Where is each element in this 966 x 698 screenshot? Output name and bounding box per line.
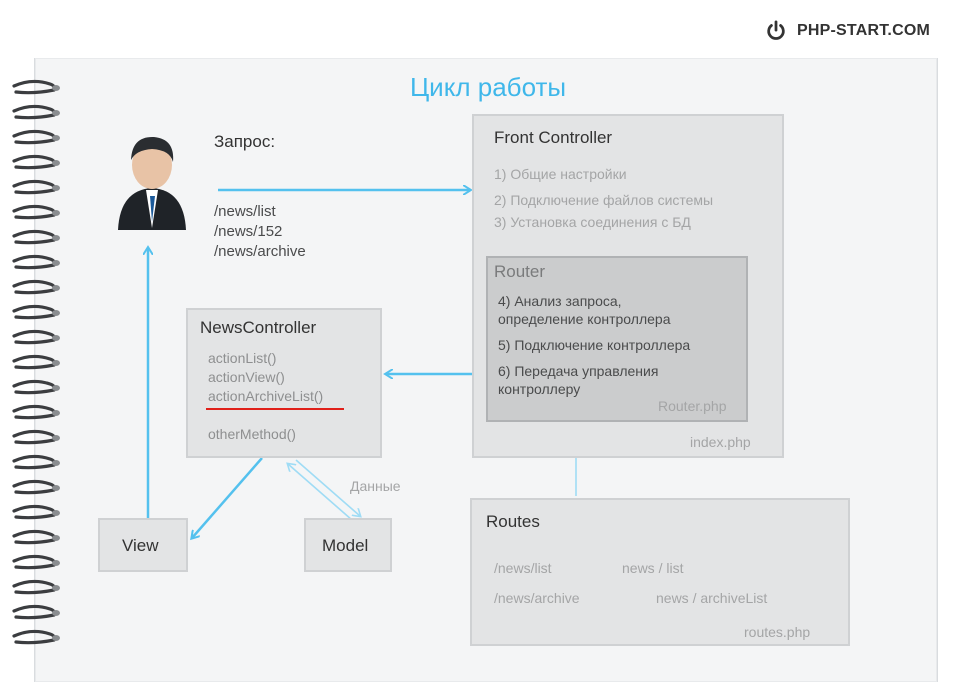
model-box (304, 518, 392, 572)
method-other: otherMethod() (208, 426, 296, 442)
spiral-hole (52, 635, 60, 641)
request-url-1: /news/list (214, 203, 276, 220)
data-arrow-to-controller (288, 464, 353, 521)
request-url-3: /news/archive (214, 243, 306, 260)
spiral-hole (52, 310, 60, 316)
spiral-hole (52, 160, 60, 166)
router-step-6b: контроллеру (498, 381, 581, 397)
spiral-hole (52, 585, 60, 591)
power-icon (767, 20, 785, 40)
spiral-binding (12, 79, 60, 645)
spiral-hole (52, 510, 60, 516)
front-controller-file: index.php (690, 434, 751, 450)
model-label: Model (322, 536, 369, 555)
router-file: Router.php (658, 398, 727, 414)
spiral-hole (52, 110, 60, 116)
router-step-4a: 4) Анализ запроса, (498, 293, 622, 309)
slide-title: Цикл работы (409, 72, 567, 102)
method-action-view: actionView() (208, 369, 285, 385)
top-bar: PHP-START.COM (0, 0, 966, 52)
router-step-4b: определение контроллера (498, 311, 671, 327)
router-step-5: 5) Подключение контроллера (498, 337, 691, 353)
front-controller-title: Front Controller (494, 128, 613, 147)
spiral-hole (52, 610, 60, 616)
route-from-2: /news/archive (494, 590, 580, 606)
logo-text: PHP-START.COM (797, 22, 930, 39)
fc-step-2: 2) Подключение файлов системы (494, 192, 714, 208)
method-action-archive-list: actionArchiveList() (208, 388, 324, 404)
spiral-hole (52, 360, 60, 366)
data-arrow-to-model (295, 459, 360, 516)
spiral-hole (52, 235, 60, 241)
spiral-hole (52, 260, 60, 266)
site-logo[interactable]: PHP-START.COM (765, 20, 930, 42)
news-controller-title: NewsController (200, 318, 317, 337)
fc-step-1: 1) Общие настройки (494, 166, 627, 182)
routes-file: routes.php (744, 624, 811, 640)
news-controller-box (186, 308, 382, 458)
routes-box (470, 498, 850, 646)
method-action-list: actionList() (208, 350, 277, 366)
route-to-2: news / archiveList (656, 590, 768, 606)
route-to-1: news / list (622, 560, 684, 576)
spiral-hole (52, 560, 60, 566)
fc-step-3: 3) Установка соединения с БД (494, 214, 691, 230)
spiral-hole (52, 210, 60, 216)
router-box (486, 256, 748, 422)
spiral-hole (52, 185, 60, 191)
spiral-hole (52, 410, 60, 416)
data-label: Данные (350, 478, 401, 494)
spiral-hole (52, 385, 60, 391)
view-box (98, 518, 188, 572)
spiral-hole (52, 285, 60, 291)
route-from-1: /news/list (494, 560, 552, 576)
spiral-hole (52, 485, 60, 491)
request-label: Запрос: (214, 132, 276, 151)
spiral-hole (52, 460, 60, 466)
router-title: Router (494, 262, 546, 281)
spiral-hole (52, 435, 60, 441)
spiral-hole (52, 535, 60, 541)
view-label: View (122, 536, 159, 555)
spiral-hole (52, 335, 60, 341)
router-step-6a: 6) Передача управления (498, 363, 659, 379)
spiral-hole (52, 135, 60, 141)
user-icon (118, 136, 186, 230)
request-url-2: /news/152 (214, 223, 283, 240)
render-arrow (192, 457, 263, 538)
spiral-hole (52, 85, 60, 91)
routes-title: Routes (486, 512, 540, 531)
highlight-underline (206, 408, 344, 410)
